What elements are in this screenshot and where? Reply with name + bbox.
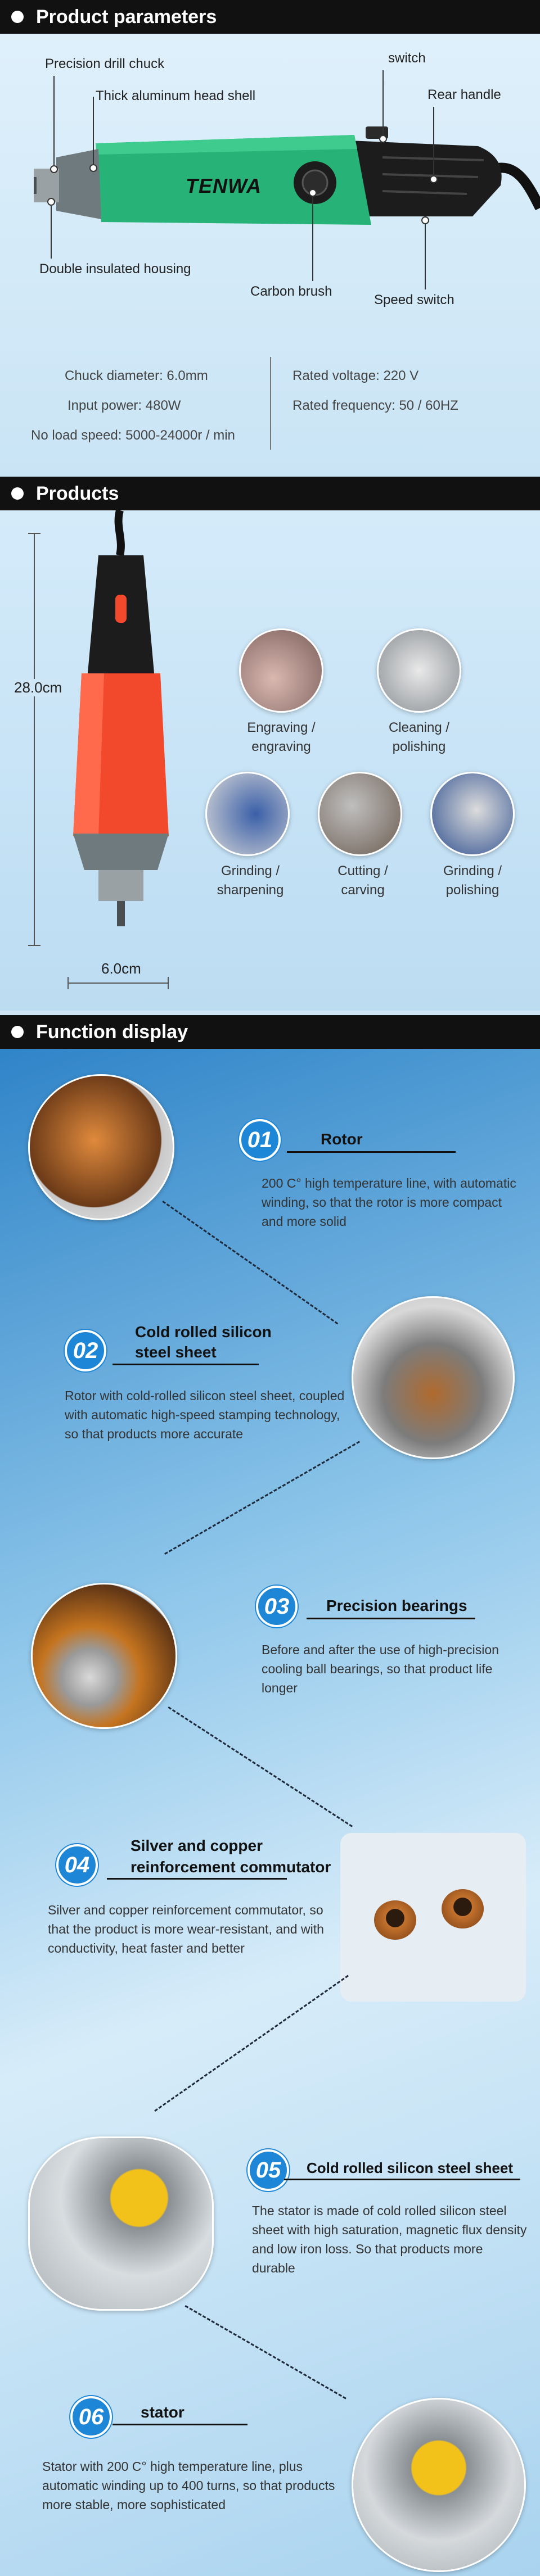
connector-line [184,2305,346,2400]
feature-desc-cold-rolled: Rotor with cold-rolled silicon steel she… [65,1388,345,1441]
section-title: Product parameters [36,6,217,28]
feature-title-cold-rolled-line1: Cold rolled silicon [135,1323,272,1341]
connector-line [164,1441,360,1555]
bullet-icon [11,1026,24,1038]
brand-logo: TENWA [186,174,262,197]
feature-desc-cold-rolled-stator: The stator is made of cold rolled silico… [252,2203,527,2275]
feature-underline [307,1618,475,1619]
section-title: Function display [36,1021,188,1043]
feature-title-stator: stator [141,2403,184,2421]
rotor-image [28,1074,174,1220]
products-panel: 28.0cm 6.0cm Engraving /engraving Cleani… [0,510,540,1011]
feature-underline [112,1364,259,1365]
callout-double-insulated-housing: Double insulated housing [39,261,191,277]
feature-underline [112,2424,248,2425]
spec-no-load-speed: No load speed: 5000-24000r / min [31,428,235,443]
commutator-image [340,1833,526,2002]
feature-desc-precision-bearings: Before and after the use of high-precisi… [262,1642,499,1695]
stator-image [352,2398,526,2572]
silicon-steel-sheet-image [352,1296,515,1459]
stator-sheet-image [28,2136,214,2311]
product-parameters-panel: TENWA Precision drill chuck Thick alumin… [0,34,540,481]
feature-title-rotor: Rotor [321,1130,363,1148]
connector-line [168,1706,353,1827]
spec-input-power: Input power: 480W [68,398,181,413]
feature-title-cold-rolled-stator: Cold rolled silicon steel sheet [307,2160,513,2176]
callout-carbon-brush: Carbon brush [250,284,332,299]
callout-precision-drill-chuck: Precision drill chuck [45,56,165,71]
feature-desc-rotor: 200 C° high temperature line, with autom… [262,1176,516,1229]
vertical-drill-illustration [73,510,169,926]
spec-rated-voltage: Rated voltage: 220 V [292,368,419,383]
section-header-products: Products [0,477,540,510]
bearing-image [31,1583,177,1729]
feature-underline [107,1878,287,1880]
section-header-product-parameters: Product parameters [0,0,540,34]
bullet-icon [11,11,24,23]
number-badge-06: 06 [70,2396,112,2438]
callout-speed-switch: Speed switch [374,292,454,307]
use-caption-5: Grinding /polishing [443,863,502,898]
number-badge-03: 03 [256,1586,298,1627]
bullet-icon [11,487,24,500]
feature-desc-stator: Stator with 200 C° high temperature line… [42,2459,335,2512]
feature-desc-commutator: Silver and copper reinforcement commutat… [48,1903,324,1955]
number-badge-04: 04 [56,1844,98,1886]
callout-thick-aluminum-head-shell: Thick aluminum head shell [96,88,256,103]
number-badge-05: 05 [248,2149,289,2191]
use-caption-3: Grinding /sharpening [217,863,284,898]
use-grinding-polishing-image [430,772,515,856]
feature-title-commutator-line2: reinforcement commutator [130,1858,331,1876]
height-dimension-label: 28.0cm [14,679,62,696]
function-display-panel: 01 Rotor 200 C° high temperature line, w… [0,1049,540,2576]
callout-switch: switch [388,51,426,66]
feature-title-cold-rolled-line2: steel sheet [135,1343,217,1361]
use-cleaning-image [377,628,461,713]
drill-illustration [34,126,540,225]
section-header-function-display: Function display [0,1015,540,1049]
feature-title-commutator-line1: Silver and copper [130,1837,263,1854]
callout-rear-handle: Rear handle [428,87,501,102]
section-title: Products [36,482,119,504]
use-cutting-image [318,772,402,856]
spec-chuck-diameter: Chuck diameter: 6.0mm [65,368,208,383]
use-caption-4: Cutting /carving [338,863,388,898]
spec-rated-frequency: Rated frequency: 50 / 60HZ [292,398,458,413]
feature-title-precision-bearings: Precision bearings [326,1597,467,1614]
use-engraving-image [239,628,323,713]
use-caption-1: Engraving /engraving [247,720,316,754]
connector-line [154,1975,349,2112]
number-badge-01: 01 [239,1119,281,1161]
feature-underline [287,1151,456,1153]
feature-underline [284,2179,520,2180]
use-grinding-sharpening-image [205,772,290,856]
width-dimension-label: 6.0cm [101,960,141,977]
number-badge-02: 02 [65,1330,106,1371]
use-caption-2: Cleaning /polishing [388,720,450,754]
